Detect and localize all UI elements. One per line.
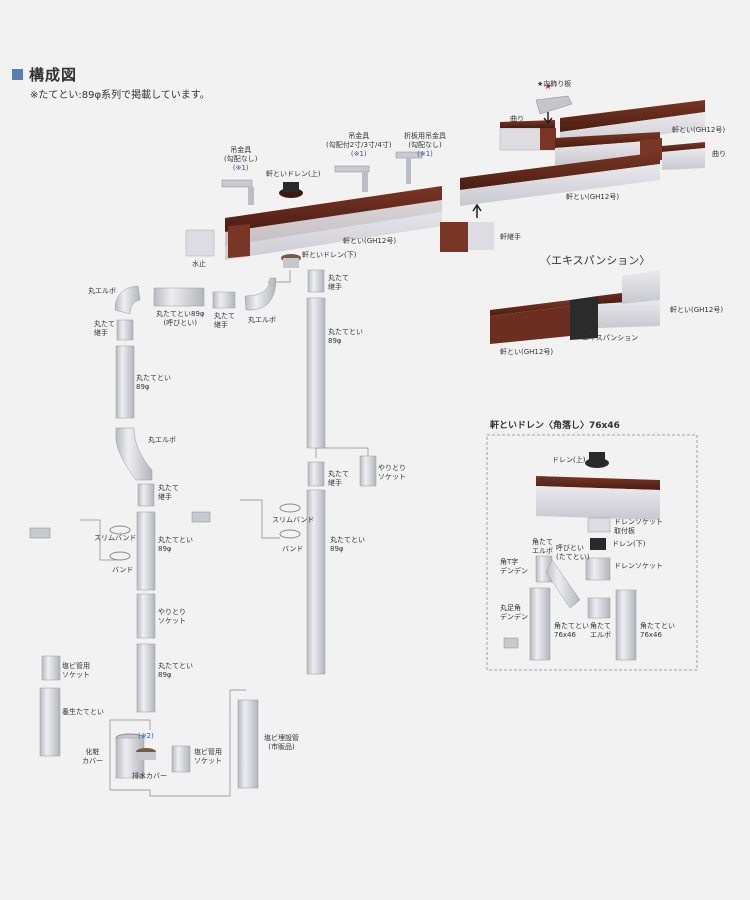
page-title: 構成図 xyxy=(29,66,78,84)
label-box-gutter: 軒とい xyxy=(540,476,561,484)
label-box-sq-elbow-2: 角たてエルボ xyxy=(590,622,611,639)
label-pvc-socket-1: 塩ビ管用ソケット xyxy=(62,662,90,679)
label-box-drain-bottom: ドレン(下) xyxy=(612,540,646,548)
label-slim-band-right: スリムバンド xyxy=(272,516,315,524)
label-drain-cover: 排水カバー xyxy=(132,772,167,780)
hangers xyxy=(221,151,423,268)
star-icon: ★ xyxy=(544,82,552,92)
end-cap-shape xyxy=(185,229,215,257)
label-round-joint-5: 丸たて継手 xyxy=(328,470,349,487)
label-hanger-b: 吊金具(勾配付2寸/3寸/4寸)(※1) xyxy=(326,132,392,158)
label-round-joint-2: 丸たて継手 xyxy=(214,312,235,329)
arrow-up-icon xyxy=(472,203,482,218)
title-square-icon xyxy=(12,69,23,80)
label-pvc-pipe: 塩ビ埋設管(市販品) xyxy=(264,734,299,751)
label-drain-top: 軒といドレン(上) xyxy=(266,170,321,178)
label-hanger-c: 折板用吊金具(勾配なし)(※1) xyxy=(404,132,446,158)
label-round-joint-4: 丸たて継手 xyxy=(158,484,179,501)
label-round-elbow-3: 丸エルボ xyxy=(148,436,176,444)
label-note-2: (※2) xyxy=(138,732,154,740)
label-socket-left: やりとりソケット xyxy=(158,608,186,625)
label-round-elbow-1: 丸エルボ xyxy=(88,287,116,295)
label-round-joint-1: 丸たて継手 xyxy=(328,274,349,291)
label-band-right: バンド xyxy=(282,545,304,553)
label-eaves-joint: 軒継手 xyxy=(500,233,521,241)
label-round-elbow-2: 丸エルボ xyxy=(248,316,276,324)
label-pvc-socket-2: 塩ビ管用ソケット xyxy=(194,748,222,765)
label-round-pipe-short: 丸たてとい89φ(呼びとい) xyxy=(156,310,205,327)
drain-detail-box xyxy=(486,434,698,671)
arrow-down-icon xyxy=(543,112,553,125)
label-box-sq-elbow-1: 角たてエルボ xyxy=(532,538,553,555)
label-end-cap: 水止 xyxy=(192,260,206,268)
page-note: ※たてとい:89φ系列で掲載しています。 xyxy=(30,90,210,101)
label-box-drain-socket: ドレンソケット xyxy=(614,562,663,570)
main-gutter xyxy=(185,186,494,260)
label-exp-gutter-left: 軒とい(GH12号) xyxy=(500,348,554,356)
expansion-detail xyxy=(490,270,660,344)
label-gutter-main: 軒とい(GH12号) xyxy=(343,237,397,245)
label-gutter-upper-right: 軒とい(GH12号) xyxy=(672,126,726,134)
label-box-t-holder: 角T字デンデン xyxy=(500,558,528,575)
label-slim-band-left: スリムバンド xyxy=(94,534,137,542)
label-bend-top: 曲り xyxy=(510,115,524,123)
label-drain-bottom: 軒といドレン(下) xyxy=(302,251,357,259)
label-bend-right: 曲り xyxy=(712,150,726,158)
label-round-joint-3: 丸たて継手 xyxy=(94,320,115,337)
label-exp-piece: エキスパンション xyxy=(582,334,639,342)
decor-plate-shape xyxy=(535,95,573,115)
label-expansion-title: 〈エキスパンション〉 xyxy=(540,254,651,267)
label-box-title: 軒といドレン〈角落し〉76x46 xyxy=(490,421,620,431)
label-socket-right: やりとりソケット xyxy=(378,464,406,481)
label-gutter-mid: 軒とい(GH12号) xyxy=(566,193,620,201)
label-exp-gutter-right: 軒とい(GH12号) xyxy=(670,306,724,314)
label-box-call-pipe: 呼びとい(たてとい) xyxy=(556,544,590,561)
left-pipe-column xyxy=(29,277,277,789)
label-decor-plate: ★内飾り板 xyxy=(537,80,572,88)
label-box-socket-plate: ドレンソケット取付板 xyxy=(614,518,663,535)
label-box-round-holder: 丸足角デンデン xyxy=(500,604,528,621)
label-hanger-a: 吊金具(勾配なし)(※1) xyxy=(224,146,258,172)
label-cosmetic-cover: 化粧カバー xyxy=(82,748,103,765)
title-row: 構成図 xyxy=(12,64,77,85)
drain-detail-parts xyxy=(503,452,660,661)
label-band-left: バンド xyxy=(112,566,134,574)
upper-right-gutters: ★ xyxy=(460,82,705,206)
right-pipe-column xyxy=(191,269,377,675)
label-box-drain-top: ドレン(上) xyxy=(552,456,586,464)
label-curing-pipe: 養生たてとい xyxy=(62,708,104,716)
